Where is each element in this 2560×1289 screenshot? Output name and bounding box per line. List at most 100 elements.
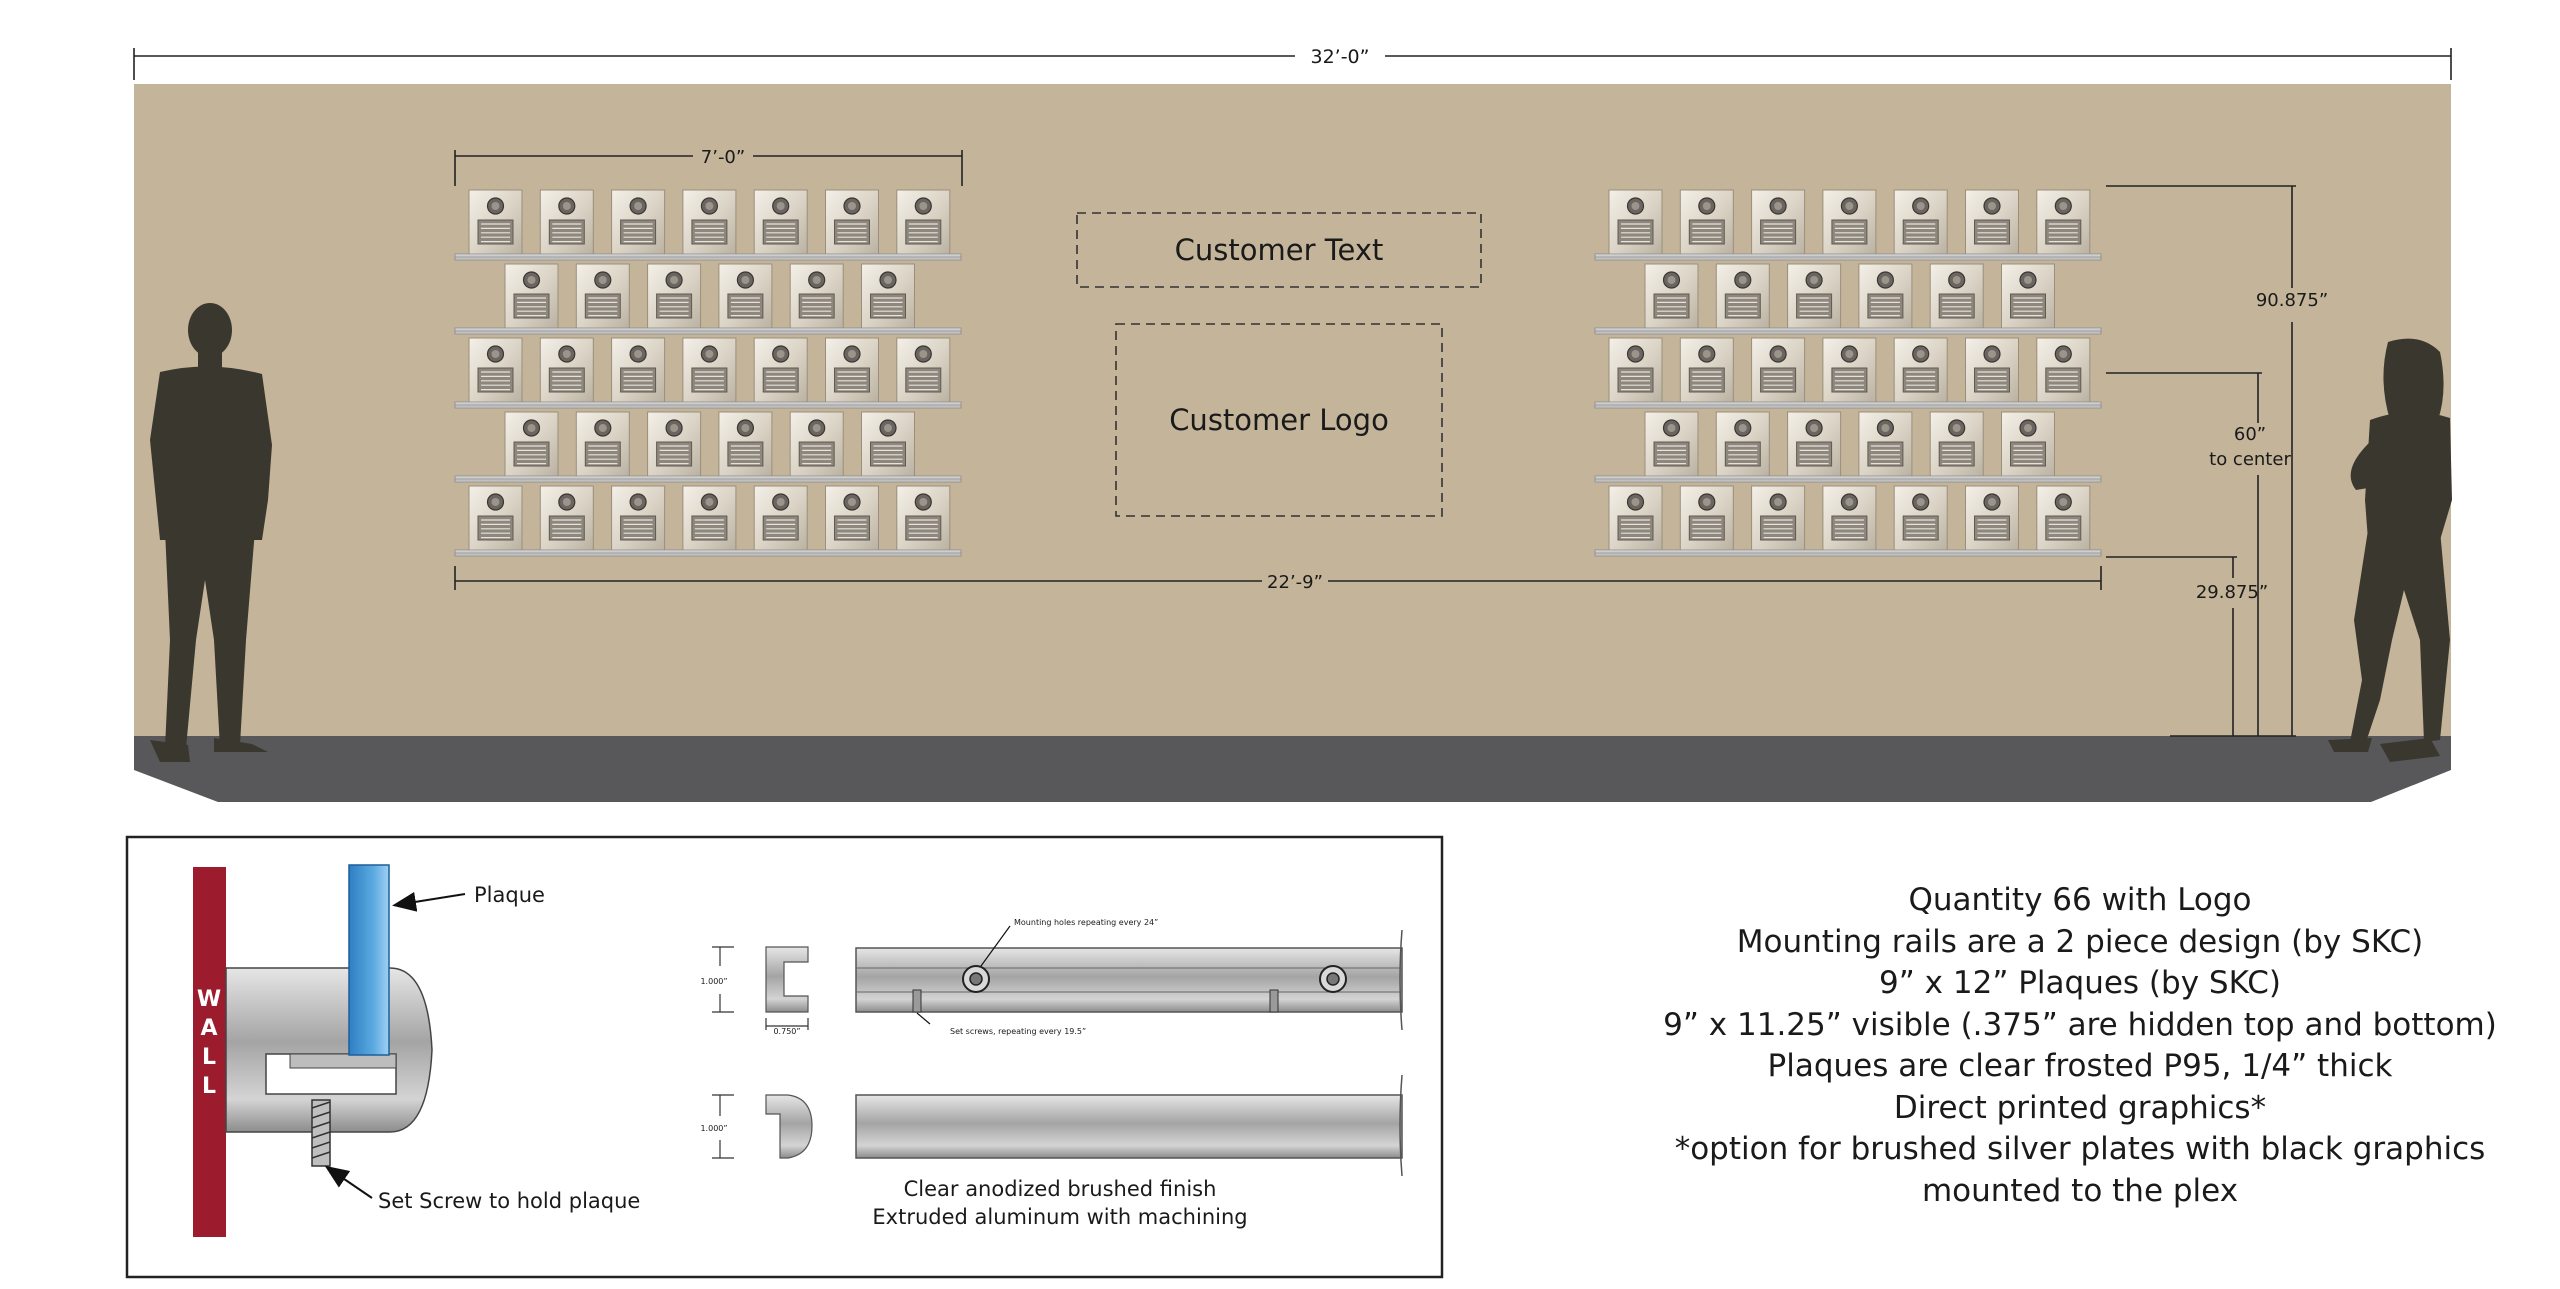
plaque xyxy=(825,485,879,553)
plaque xyxy=(825,337,879,405)
plaque xyxy=(1608,485,1663,553)
top-profile-dimension xyxy=(712,946,809,1030)
bottom-rail-side-view xyxy=(855,1074,1403,1177)
note-line: Direct printed graphics* xyxy=(1893,1089,2267,1126)
center-height-value: 60” xyxy=(2234,424,2266,445)
plaque xyxy=(1929,411,1984,479)
svg-text:A: A xyxy=(200,1016,217,1041)
plaque xyxy=(2001,411,2055,479)
span-width-label: 22’-9” xyxy=(1267,572,1323,593)
plaque xyxy=(1751,337,1806,405)
mounting-rail xyxy=(1594,253,2102,261)
mounting-holes-note: Mounting holes repeating every 24” xyxy=(1014,918,1158,927)
plaque xyxy=(611,485,666,553)
plaque-display-right xyxy=(1594,189,2102,557)
plaque xyxy=(1822,485,1877,553)
plaque xyxy=(647,411,702,479)
plaque-display-left xyxy=(454,189,962,557)
note-line: Plaques are clear frosted P95, 1/4” thic… xyxy=(1767,1048,2393,1084)
plaque xyxy=(825,189,879,257)
plaque xyxy=(1608,189,1663,257)
plaque xyxy=(682,337,737,405)
plaque xyxy=(1608,337,1663,405)
display-width-dimension xyxy=(454,150,963,186)
mounting-rail xyxy=(1594,327,2102,335)
svg-text:W: W xyxy=(197,987,221,1012)
plaque xyxy=(718,263,773,331)
plaque xyxy=(1858,411,1913,479)
plaque xyxy=(753,189,808,257)
set-screw-label: Set Screw to hold plaque xyxy=(378,1189,640,1213)
plaque xyxy=(1822,337,1877,405)
mounting-rail xyxy=(454,327,962,335)
plaque-arrow xyxy=(392,891,466,912)
mounting-rail xyxy=(454,401,962,409)
mounting-rail xyxy=(454,549,962,557)
plaque xyxy=(1751,485,1806,553)
customer-text-box xyxy=(1076,212,1482,288)
customer-logo-box xyxy=(1115,323,1443,517)
man-silhouette xyxy=(150,303,272,762)
overall-width-dimension xyxy=(133,48,2452,80)
profile-width-1: 0.750” xyxy=(773,1027,800,1036)
note-line: *option for brushed silver plates with b… xyxy=(1674,1131,2486,1167)
top-rail-side-view xyxy=(855,925,1403,1031)
plaque xyxy=(718,411,773,479)
set-screw-arrow xyxy=(324,1165,373,1199)
mounting-rail xyxy=(454,253,962,261)
svg-text:L: L xyxy=(202,1045,216,1070)
plaque xyxy=(611,189,666,257)
finish-line-1: Clear anodized brushed finish xyxy=(904,1177,1217,1201)
mounting-rail xyxy=(1594,549,2102,557)
plaque xyxy=(861,411,915,479)
note-line: Mounting rails are a 2 piece design (by … xyxy=(1736,923,2424,960)
plaque xyxy=(753,485,808,553)
plaque xyxy=(1965,337,2019,405)
center-height-label: to center xyxy=(2209,449,2291,470)
note-line: 9” x 11.25” visible (.375” are hidden to… xyxy=(1663,1006,2497,1043)
plaque xyxy=(861,263,915,331)
plaque xyxy=(1893,485,1948,553)
plaque xyxy=(611,337,666,405)
plaque xyxy=(575,411,630,479)
plaque xyxy=(1787,411,1842,479)
plaque xyxy=(468,485,523,553)
plaque xyxy=(896,485,951,553)
plaque xyxy=(504,263,559,331)
plaque xyxy=(2036,337,2091,405)
plaque xyxy=(2036,189,2091,257)
wall-bar xyxy=(193,867,226,1237)
plaque xyxy=(1679,337,1734,405)
note-line: Quantity 66 with Logo xyxy=(1908,882,2252,918)
plaque xyxy=(1679,189,1734,257)
plaque xyxy=(1893,337,1948,405)
plaque xyxy=(789,411,844,479)
plaque xyxy=(1751,189,1806,257)
plaque xyxy=(468,337,523,405)
plaque xyxy=(468,189,523,257)
plaque xyxy=(1858,263,1913,331)
overall-width-label: 32’-0” xyxy=(1310,46,1369,68)
plaque xyxy=(539,189,594,257)
plaque xyxy=(1715,263,1770,331)
bottom-profile-dimension xyxy=(712,1094,813,1159)
note-line: mounted to the plex xyxy=(1921,1172,2239,1209)
plaque xyxy=(896,189,951,257)
plaque xyxy=(1965,485,2019,553)
plaque xyxy=(1893,189,1948,257)
plaque xyxy=(1715,411,1770,479)
mounting-rail xyxy=(454,475,962,483)
plaque xyxy=(1644,263,1699,331)
woman-silhouette xyxy=(2328,338,2452,762)
plaque xyxy=(896,337,951,405)
set-screws-note: Set screws, repeating every 19.5” xyxy=(950,1027,1086,1036)
floor xyxy=(134,736,2451,802)
mounting-rail xyxy=(1594,475,2102,483)
svg-text:L: L xyxy=(202,1074,216,1099)
plaque xyxy=(504,411,559,479)
top-height-label: 90.875” xyxy=(2256,290,2328,311)
plaque xyxy=(2036,485,2091,553)
plaque xyxy=(789,263,844,331)
plaque xyxy=(1644,411,1699,479)
